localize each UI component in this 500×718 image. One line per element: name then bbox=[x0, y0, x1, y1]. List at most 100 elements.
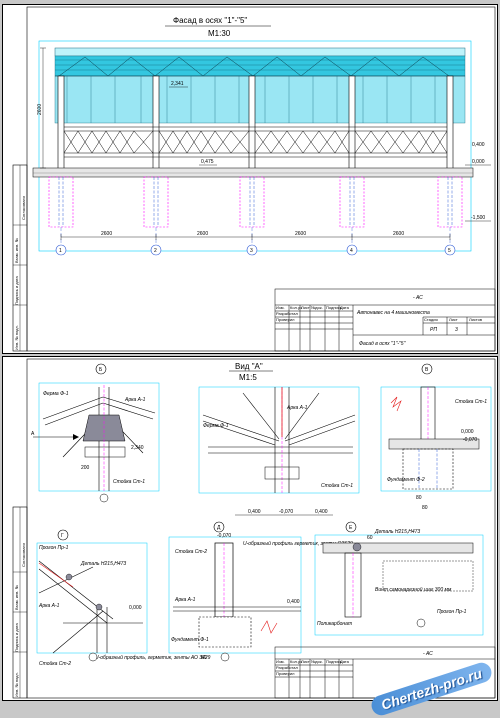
stamp2-h-izm: Изм. bbox=[276, 659, 285, 664]
axis-3: 3 bbox=[250, 248, 253, 254]
detail-d: Д Стойка Ст-2 U-образный профиль гермети… bbox=[168, 521, 353, 662]
level-bottom: -1,500 bbox=[471, 215, 485, 221]
dim-e-0400: 0,400 bbox=[287, 599, 300, 605]
dim-b-80: 200 bbox=[81, 465, 90, 471]
stamp-object: Автонавес на 4 машиноместа bbox=[356, 310, 430, 316]
facade-title: Фасад в осях "1"-"5" bbox=[173, 16, 247, 25]
stamp-drawing-name: Фасад в осях "1"-"5" bbox=[359, 341, 406, 347]
dim-v-zero: 0,000 bbox=[461, 429, 474, 435]
mark-d: Д bbox=[217, 525, 221, 531]
label-stoyka-b: Стойка Ст-1 bbox=[113, 478, 145, 485]
stamp-sheet-no: 3 bbox=[455, 327, 458, 333]
height-dimension bbox=[40, 47, 46, 169]
span-2-3: 2600 bbox=[197, 231, 208, 237]
stamp-stage: РП bbox=[430, 327, 437, 333]
view-a: Вид "А" М1:5 Арка А-1 Ферма Ф-1 Стойка С… bbox=[198, 362, 360, 516]
detail-b: Б А Ферма Ф-1 Арка А-1 Стойка Ст-1 2,340… bbox=[31, 363, 160, 503]
side2-label-inv: Инв. № подл. bbox=[14, 672, 19, 697]
stamp-role-check: Проверил bbox=[276, 317, 295, 322]
label-detal-g: Деталь Н215,Н473 bbox=[80, 561, 126, 567]
label-arka-b: Арка А-1 bbox=[124, 397, 146, 403]
stamp-sheets-header: Листов bbox=[469, 317, 482, 322]
dim-view-91b: 0,400 bbox=[315, 509, 328, 515]
stamp2-h-list: Лист bbox=[301, 659, 310, 664]
stamp2-code: - АС bbox=[423, 651, 433, 657]
railing bbox=[63, 126, 448, 158]
level-roof: 2,341 bbox=[171, 81, 184, 87]
label-arka-view: Арка А-1 bbox=[286, 405, 308, 411]
side-label-agreed: Согласовано bbox=[21, 195, 26, 220]
dim-d-250: 80 bbox=[201, 655, 207, 661]
mark-g: Г bbox=[61, 533, 64, 539]
label-profile-g: U-образный профиль, герметик, зенты АО 3… bbox=[95, 654, 211, 661]
dim-g-level: 0,000 bbox=[129, 605, 142, 611]
dim-b-level: 2,340 bbox=[131, 445, 144, 451]
label-fundament-v: Фундамент Ф-2 bbox=[387, 477, 425, 483]
title-block bbox=[274, 288, 496, 352]
level-top: 0,400 bbox=[472, 142, 485, 148]
label-fundament-d: Фундамент Ф-1 bbox=[171, 637, 209, 643]
stamp-h-sign: Подпись bbox=[326, 305, 342, 310]
foundations bbox=[48, 176, 463, 228]
label-stoyka-g: Стойка Ст-2 bbox=[39, 660, 71, 667]
dim-v-250: 80 bbox=[416, 495, 422, 501]
view-a-title: Вид "А" bbox=[235, 362, 263, 371]
dim-view-200: -0,070 bbox=[279, 509, 293, 515]
side2-label-agreed: Согласовано bbox=[21, 542, 26, 567]
section-a-marker: А bbox=[31, 431, 35, 437]
label-arka-g: Арка А-1 bbox=[38, 603, 60, 609]
side-label-replace: Взам. инв. № bbox=[14, 238, 19, 263]
span-dimension-line bbox=[60, 234, 451, 240]
drawing-sheet-details: Согласовано Инв. № подл. Подпись и дата … bbox=[2, 356, 498, 701]
detail-g: Г Прогон Пр-1 Деталь Н215,Н473 Арка А-1 … bbox=[36, 529, 211, 667]
dim-view-91a: 0,400 bbox=[248, 509, 261, 515]
label-ferma-b: Ферма Ф-1 bbox=[43, 391, 69, 397]
details-drawing: Согласовано Инв. № подл. Подпись и дата … bbox=[12, 358, 496, 699]
label-progon-e: Прогон Пр-1 bbox=[437, 609, 467, 615]
label-vint-e: Винт самонарезной шаг 300 мм bbox=[375, 586, 452, 593]
stamp2-role-check: Проверил bbox=[276, 671, 295, 676]
stamp-h-date: Дата bbox=[340, 305, 350, 310]
drawing-sheet-facade: Согласовано Инв. № подл. Подпись и дата … bbox=[2, 4, 498, 354]
label-stoyka-d: Стойка Ст-2 bbox=[175, 548, 207, 555]
span-4-5: 2600 bbox=[393, 231, 404, 237]
side-label-inv: Инв. № подл. bbox=[14, 325, 19, 350]
side-label-sign: Подпись и дата bbox=[14, 275, 19, 305]
stamp-h-list: Лист bbox=[301, 305, 310, 310]
label-progon-g: Прогон Пр-1 bbox=[39, 545, 69, 551]
label-arka-d: Арка А-1 bbox=[174, 597, 196, 603]
label-stoyka-view: Стойка Ст-1 bbox=[321, 482, 353, 489]
canopy-roof bbox=[54, 47, 466, 124]
stamp-code: - АС bbox=[413, 295, 423, 301]
label-ferma-view: Ферма Ф-1 bbox=[203, 423, 229, 429]
ground-line bbox=[32, 167, 474, 178]
mark-v: В bbox=[425, 367, 429, 373]
stamp-h-izm: Изм. bbox=[276, 305, 285, 310]
stamp2-h-kol: Кол.уч bbox=[290, 659, 302, 664]
view-a-scale: М1:5 bbox=[239, 373, 257, 382]
stamp2-h-sign: Подпись bbox=[326, 659, 342, 664]
axis-5: 5 bbox=[448, 248, 451, 254]
mark-e: Е bbox=[349, 525, 353, 531]
mark-b: Б bbox=[99, 367, 103, 373]
inner-frame bbox=[26, 6, 496, 352]
level-zero: 0,000 bbox=[472, 159, 485, 165]
dim-d-200: -0,070 bbox=[217, 533, 231, 539]
stamp2-h-date: Дата bbox=[340, 659, 350, 664]
level-mid: 0,475 bbox=[201, 159, 214, 165]
axis-4: 4 bbox=[350, 248, 353, 254]
side-stamp-strip-2: Согласовано Инв. № подл. Подпись и дата … bbox=[12, 506, 28, 699]
stamp-role-dev: Разработал bbox=[276, 311, 298, 316]
side2-label-sign: Подпись и дата bbox=[14, 622, 19, 652]
label-detal-e: Деталь Н215,Н473 bbox=[374, 529, 420, 535]
stamp2-h-doc: №док. bbox=[311, 659, 323, 664]
stamp-sheet-header: Лист bbox=[449, 317, 458, 322]
dim-e-60: 60 bbox=[367, 535, 373, 541]
axis-lines bbox=[60, 227, 451, 245]
facade-drawing: Согласовано Инв. № подл. Подпись и дата … bbox=[12, 6, 496, 352]
stamp-stage-header: Стадия bbox=[424, 317, 438, 322]
stamp-h-doc: №док. bbox=[311, 305, 323, 310]
axis-bubbles bbox=[55, 244, 456, 256]
axis-2: 2 bbox=[154, 248, 157, 254]
side-stamp-strip: Согласовано Инв. № подл. Подпись и дата … bbox=[12, 164, 28, 352]
